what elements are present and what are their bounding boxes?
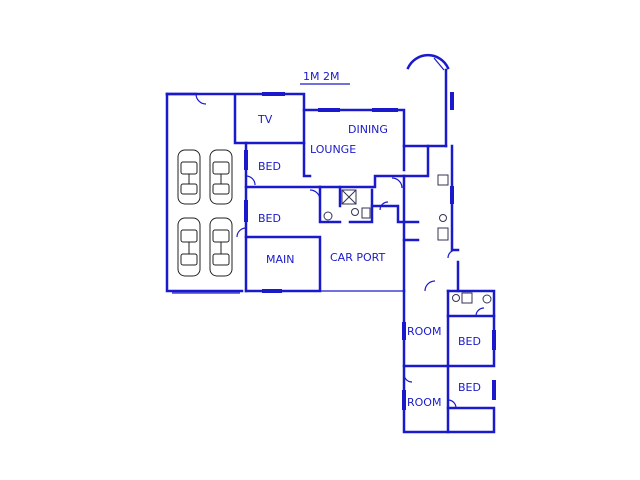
car-icon — [177, 149, 201, 205]
main-bedroom-walls — [244, 235, 322, 293]
room-label-room-2: ROOM — [407, 396, 441, 409]
kitchen-passage — [402, 53, 460, 293]
passage-door-swing — [379, 201, 389, 211]
kitchen-right-wall — [450, 144, 460, 293]
basin-icon — [351, 208, 359, 216]
lounge-left-wall — [302, 141, 312, 178]
ensuite-door-swing — [475, 307, 485, 317]
garage-door-swing — [195, 93, 207, 105]
toilet-icon — [323, 211, 333, 221]
wing-outer-top — [446, 289, 496, 368]
room-label-main: MAIN — [266, 253, 295, 266]
room-label-tv: TV — [257, 113, 273, 126]
passage-walls — [370, 204, 420, 224]
ensuite-shower-icon — [461, 292, 473, 304]
garage — [165, 92, 306, 294]
ensuite-basin-icon — [482, 294, 492, 304]
kitchen-door-swing — [447, 249, 457, 259]
sink-icon — [439, 214, 447, 222]
scale-label: 1M 2M — [303, 70, 339, 83]
ensuite-toilet-icon — [452, 294, 460, 302]
room2-walls — [402, 364, 496, 434]
car-icon — [209, 149, 233, 205]
bed4-door-swing — [447, 399, 457, 409]
main-house — [236, 92, 420, 293]
room-label-bed-1: BED — [258, 160, 281, 173]
shower-icon — [341, 189, 357, 205]
bed2-door-swing — [236, 227, 247, 238]
entrance-door — [433, 57, 445, 71]
room-label-bed-3: BED — [458, 335, 481, 348]
entrance-arc — [406, 53, 450, 70]
bed1-door-swing — [245, 175, 256, 186]
room-label-lounge: LOUNGE — [310, 143, 356, 156]
basin-icon — [361, 207, 371, 219]
garage-top-wall — [165, 92, 306, 145]
car-icon — [209, 217, 233, 277]
wing-door-swing — [424, 280, 436, 292]
kitchen-wall — [402, 144, 430, 178]
room-label-dining: DINING — [348, 123, 388, 136]
room-labels: TV DINING LOUNGE BED BED MAIN CAR PORT R… — [257, 113, 481, 409]
scale-bar: 1M 2M — [300, 70, 350, 85]
lounge-dining-outer-wall — [302, 108, 406, 172]
car-icon — [177, 217, 201, 277]
bedroom-wing — [402, 289, 496, 434]
garage-outer-wall — [165, 92, 244, 293]
room-label-bed-4: BED — [458, 381, 481, 394]
room-label-car-port: CAR PORT — [330, 251, 385, 264]
fridge-icon — [437, 227, 449, 241]
lounge-door-swing — [391, 177, 403, 189]
room2-door-swing — [403, 373, 413, 383]
stove-icon — [437, 174, 449, 186]
room-label-room-1: ROOM — [407, 325, 441, 338]
room-label-bed-2: BED — [258, 212, 281, 225]
main-door-swing — [309, 189, 321, 201]
lounge-bottom-wall — [318, 174, 406, 189]
